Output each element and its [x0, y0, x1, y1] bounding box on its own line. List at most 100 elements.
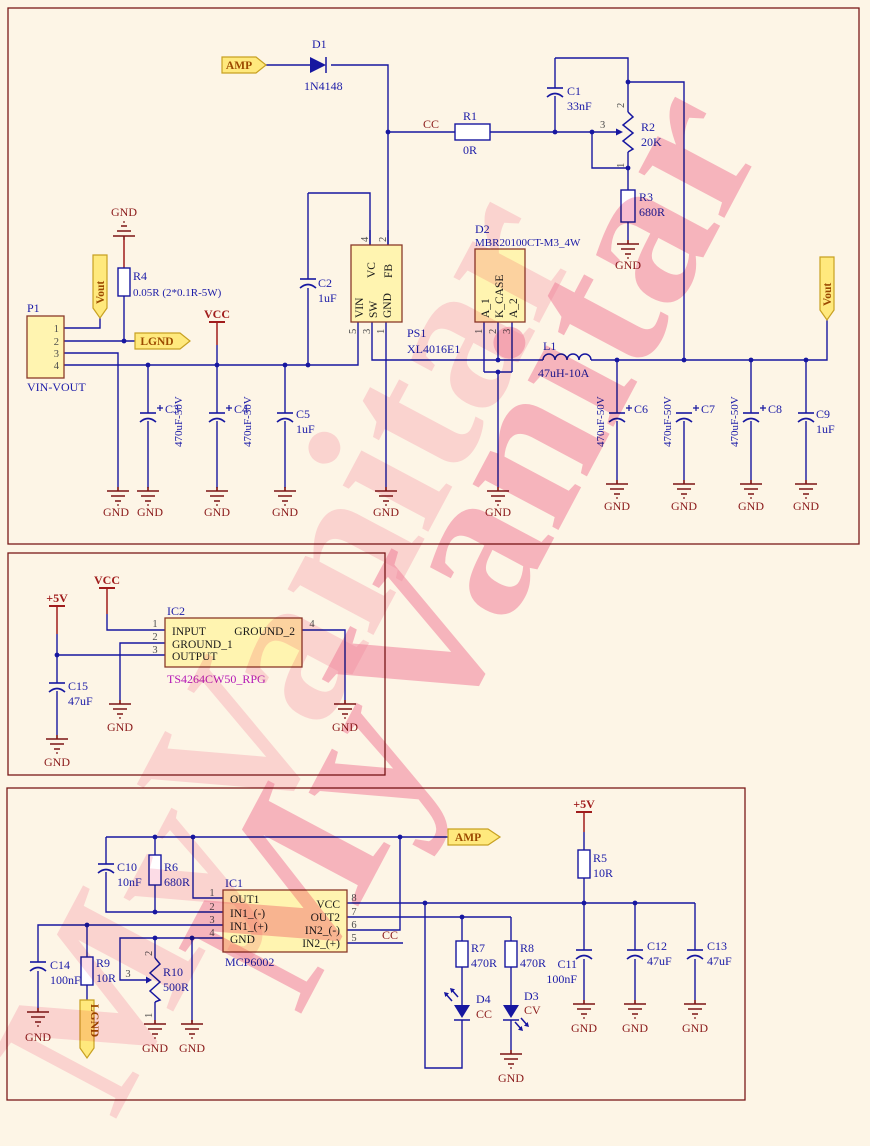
resistor-r6[interactable]: R6 680R: [148, 854, 190, 889]
resistor-r7[interactable]: R7 470R: [455, 940, 497, 970]
pin-name: OUTPUT: [172, 651, 217, 663]
pin-number: 4: [309, 619, 315, 630]
port-amp[interactable]: AMP: [447, 828, 502, 846]
capacitor-c13[interactable]: C13 47uF: [686, 939, 732, 968]
capacitor-c5[interactable]: C5 1uF: [276, 407, 315, 436]
resistor-r3[interactable]: R3 680R: [620, 189, 665, 223]
port-lgnd[interactable]: LGND: [79, 999, 100, 1060]
ic-ic1-opamp[interactable]: IC1 MCP6002 OUT1 IN1_(-) IN1_(+) GND VCC…: [209, 876, 356, 969]
pin-number: 3: [502, 329, 513, 334]
value-label: VIN-VOUT: [27, 380, 86, 394]
port-label: LGND: [88, 1004, 100, 1037]
gnd-symbol: GND: [671, 479, 697, 513]
pin-number: 1: [376, 329, 387, 334]
potentiometer-r2[interactable]: R2 20K 2 3 1: [600, 103, 662, 168]
pin-number: 3: [54, 349, 59, 360]
value-label: 10R: [96, 971, 116, 985]
ref-label: C11: [557, 957, 577, 971]
capacitor-c4[interactable]: C4 470uF-50V: [208, 396, 254, 447]
svg-text:GND: GND: [111, 205, 137, 219]
gnd-symbol: GND: [25, 1007, 51, 1044]
capacitor-c8[interactable]: C8 470uF-50V: [729, 396, 782, 447]
ref-label: C3: [165, 402, 179, 416]
port-lgnd[interactable]: LGND: [134, 332, 191, 350]
led-d4[interactable]: D4 CC: [444, 988, 492, 1021]
svg-text:GND: GND: [682, 1021, 708, 1035]
ref-label: C5: [296, 407, 310, 421]
resistor-r5[interactable]: R5 10R: [577, 849, 613, 880]
port-vout-left[interactable]: Vout: [92, 254, 108, 320]
diode-d2[interactable]: D2 MBR20100CT-M3_4W A_1 K_CASE A_2 1 2 3: [474, 222, 581, 334]
gnd-symbol: GND: [622, 999, 648, 1035]
value-label: XL4016E1: [407, 342, 460, 356]
power-vcc: VCC: [94, 573, 120, 589]
resistor-r1[interactable]: R1 0R: [454, 109, 491, 157]
led-d3[interactable]: D3 CV: [503, 989, 541, 1031]
capacitor-c3[interactable]: C3 470uF-50V: [139, 396, 185, 447]
capacitor-c2[interactable]: C2 1uF: [299, 276, 337, 305]
capacitor-c12[interactable]: C12 47uF: [626, 939, 672, 968]
svg-text:GND: GND: [604, 499, 630, 513]
gnd-symbol: GND: [111, 205, 137, 241]
capacitor-c1[interactable]: C1 33nF: [546, 84, 592, 113]
ic-ps1-regulator[interactable]: VC FB VIN SW GND 4 2 5 3 1 PS1 XL4016E1: [348, 230, 460, 356]
pin-number: 2: [209, 902, 214, 913]
capacitor-c7[interactable]: C7 470uF-50V: [662, 396, 715, 447]
port-label: AMP: [226, 60, 252, 72]
value-label: 470R: [520, 956, 546, 970]
pin-number: 2: [54, 337, 59, 348]
pin-number: 1: [209, 888, 214, 899]
capacitor-c9[interactable]: C9 1uF: [797, 407, 835, 436]
svg-text:+5V: +5V: [573, 797, 595, 811]
svg-text:GND: GND: [793, 499, 819, 513]
svg-text:GND: GND: [25, 1030, 51, 1044]
connector-p1[interactable]: P1 VIN-VOUT 1 2 3 4: [26, 301, 86, 394]
port-vout-right[interactable]: Vout: [819, 256, 835, 322]
ref-label: R4: [133, 269, 147, 283]
gnd-symbol: GND: [44, 734, 70, 769]
pin-number: 3: [600, 120, 605, 131]
resistor-r9[interactable]: R9 10R: [80, 956, 116, 986]
section-border: [7, 552, 386, 776]
inductor-l1[interactable]: L1 47uH-10A: [538, 339, 592, 380]
diode-d1[interactable]: D1 1N4148: [304, 37, 343, 93]
value-label: 470uF-50V: [242, 396, 254, 447]
value-label: 47uF: [647, 954, 672, 968]
pin-name: SW: [368, 301, 380, 318]
pin-name: VC: [366, 262, 378, 278]
capacitor-c10[interactable]: C10 10nF: [97, 860, 142, 889]
pin-number: 2: [488, 329, 499, 334]
svg-text:GND: GND: [485, 505, 511, 519]
capacitor-c14[interactable]: C14 100nF: [29, 958, 81, 987]
ic-ic2-ldo[interactable]: IC2 TS4264CW50_RPG INPUT GROUND_1 OUTPUT…: [152, 604, 315, 686]
capacitor-c15[interactable]: C15 47uF: [48, 679, 93, 708]
resistor-r4[interactable]: R4 0.05R (2*0.1R-5W): [117, 267, 222, 299]
ref-label: D3: [524, 989, 539, 1003]
gnd-symbol: GND: [738, 479, 764, 513]
junction-dot: [54, 652, 60, 658]
svg-text:GND: GND: [272, 505, 298, 519]
svg-text:VCC: VCC: [94, 573, 120, 587]
pin-name: FB: [383, 264, 395, 278]
port-amp[interactable]: AMP: [221, 56, 267, 74]
value-label: 470uF-50V: [173, 396, 185, 447]
pin-name: OUT2: [311, 912, 341, 924]
value-label: 470uF-50V: [729, 396, 741, 447]
value-label: 10nF: [117, 875, 142, 889]
value-label: 1uF: [318, 291, 337, 305]
capacitor-c11[interactable]: C11 100nF: [546, 949, 593, 986]
wires: [37, 832, 696, 1069]
gnd-symbol: GND: [107, 699, 133, 734]
pin-number: 6: [351, 920, 356, 931]
svg-text:GND: GND: [671, 499, 697, 513]
pin-number: 3: [125, 969, 130, 980]
potentiometer-r10[interactable]: R10 500R 2 3 1: [125, 951, 189, 1018]
capacitor-c6[interactable]: C6 470uF-50V: [595, 396, 648, 447]
pin-number: 2: [378, 237, 389, 242]
gnd-symbol: GND: [485, 486, 511, 519]
pin-name: IN2_(+): [302, 938, 340, 950]
gnd-symbol: GND: [103, 486, 130, 519]
junction-dots: [84, 834, 638, 941]
resistor-r8[interactable]: R8 470R: [504, 940, 546, 970]
ref-label: PS1: [407, 326, 426, 340]
